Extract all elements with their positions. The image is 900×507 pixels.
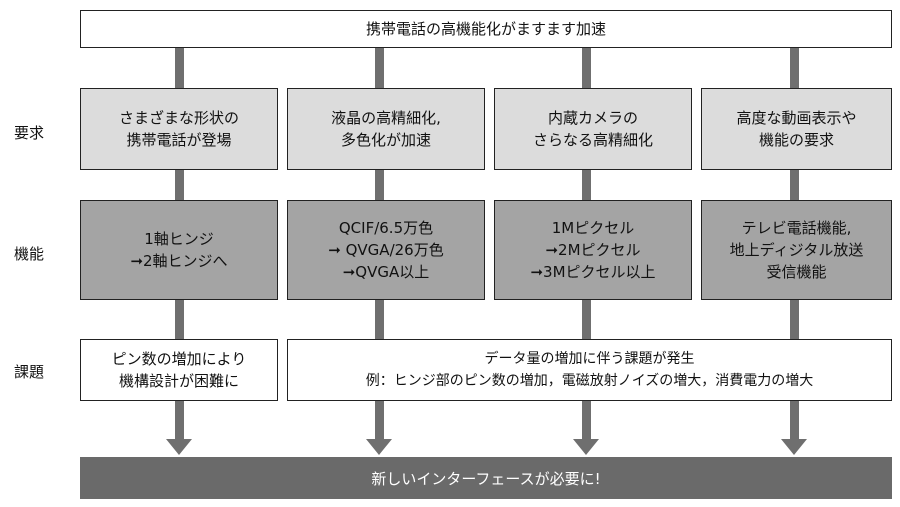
row-label-issue: 課題: [14, 363, 45, 381]
requirement-line: さまざまな形状の: [118, 109, 239, 127]
requirement-line: 携帯電話が登場: [126, 131, 232, 149]
issue-line: データ量の増加に伴う課題が発生: [484, 351, 695, 367]
arrow-head-icon: [366, 439, 392, 455]
requirement-line: 機能の要求: [758, 131, 834, 149]
function-line: ➞QVGA以上: [342, 263, 430, 281]
requirement-line: さらなる高精細化: [532, 131, 653, 149]
function-line: ➞3Mピクセル以上: [530, 263, 656, 281]
function-line: テレビ電話機能,: [741, 219, 852, 237]
requirement-line: 内蔵カメラの: [547, 109, 638, 127]
requirement-box-3: 内蔵カメラの さらなる高精細化: [494, 88, 692, 170]
requirement-line: 高度な動画表示や: [736, 109, 857, 127]
requirement-line: 多色化が加速: [340, 131, 431, 149]
function-box-2: QCIF/6.5万色 ➞ QVGA/26万色 ➞QVGA以上: [287, 200, 485, 300]
row-label-requirement: 要求: [14, 124, 45, 142]
arrow-head-icon: [781, 439, 807, 455]
requirement-box-1: さまざまな形状の 携帯電話が登場: [80, 88, 278, 170]
requirement-line: 液晶の高精細化,: [331, 109, 441, 127]
function-line: ➞ QVGA/26万色: [328, 241, 444, 259]
issue-line: 例：ヒンジ部のピン数の増加，電磁放射ノイズの増大，消費電力の増大: [365, 373, 814, 389]
function-line: QCIF/6.5万色: [338, 219, 434, 237]
function-box-3: 1Mピクセル ➞2Mピクセル ➞3Mピクセル以上: [494, 200, 692, 300]
issue-box-left: ピン数の増加により 機構設計が困難に: [80, 339, 278, 401]
arrow-head-icon: [573, 439, 599, 455]
issue-line: ピン数の増加により: [111, 350, 247, 368]
top-banner-text: 携帯電話の高機能化がますます加速: [365, 20, 606, 38]
function-line: 地上ディジタル放送: [729, 241, 864, 259]
function-line: 受信機能: [766, 263, 827, 281]
function-line: 1軸ヒンジ: [144, 230, 214, 248]
requirement-box-2: 液晶の高精細化, 多色化が加速: [287, 88, 485, 170]
function-box-4: テレビ電話機能, 地上ディジタル放送 受信機能: [701, 200, 892, 300]
requirement-box-4: 高度な動画表示や 機能の要求: [701, 88, 892, 170]
issue-line: 機構設計が困難に: [118, 372, 239, 390]
bottom-conclusion-bar: 新しいインターフェースが必要に!: [80, 457, 892, 499]
bottom-conclusion-text: 新しいインターフェースが必要に!: [371, 469, 601, 488]
row-label-function: 機能: [14, 245, 45, 263]
issue-box-right: データ量の増加に伴う課題が発生 例：ヒンジ部のピン数の増加，電磁放射ノイズの増大…: [287, 339, 892, 401]
function-line: 1Mピクセル: [551, 219, 635, 237]
function-box-1: 1軸ヒンジ ➞2軸ヒンジへ: [80, 200, 278, 300]
function-line: ➞2Mピクセル: [545, 241, 641, 259]
arrow-head-icon: [166, 439, 192, 455]
function-line: ➞2軸ヒンジへ: [130, 252, 228, 270]
top-banner: 携帯電話の高機能化がますます加速: [80, 10, 892, 48]
